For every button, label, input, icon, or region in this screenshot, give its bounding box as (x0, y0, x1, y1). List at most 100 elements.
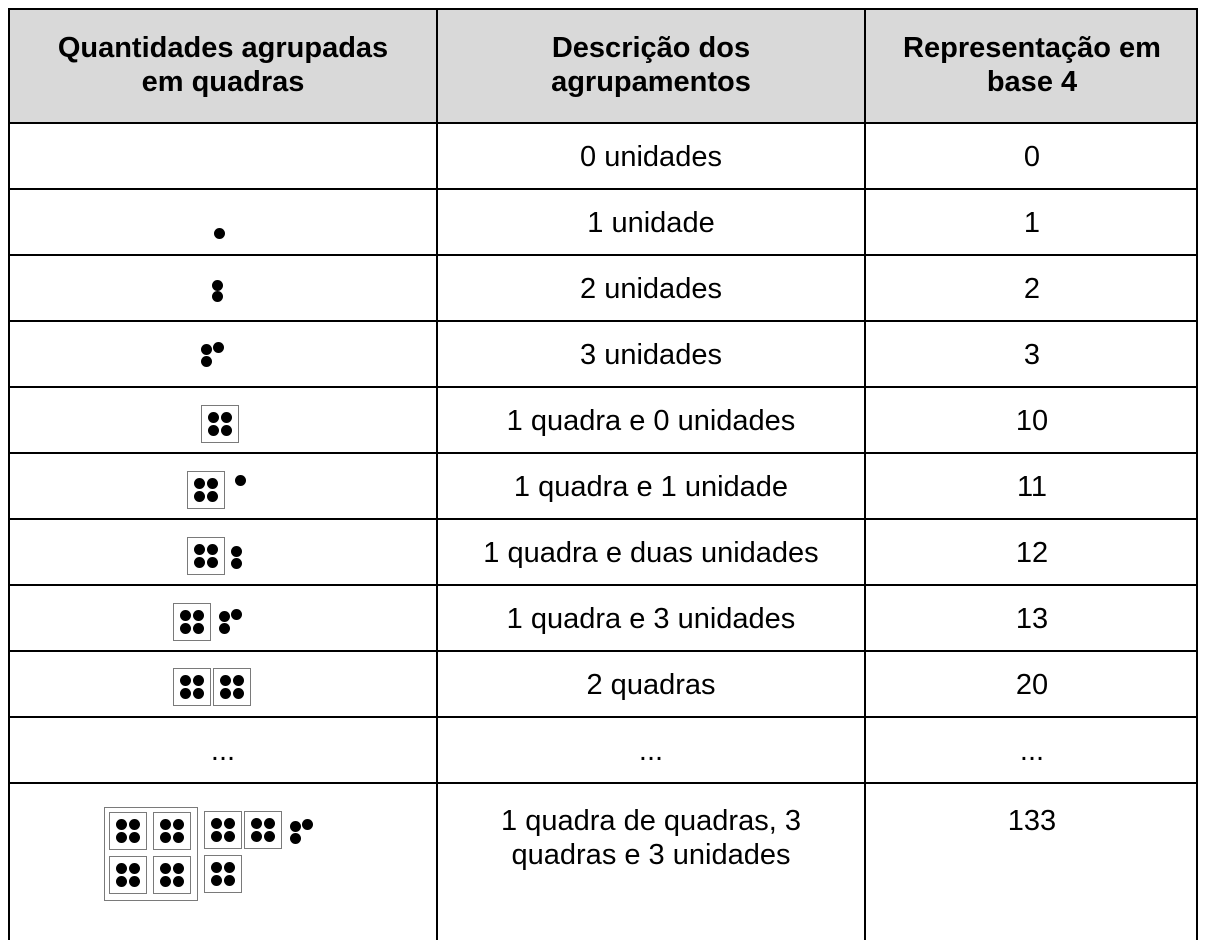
quadra-box (173, 668, 211, 706)
unit-dot (211, 862, 222, 873)
description-cell: 1 quadra e 0 unidades (506, 405, 796, 437)
unit-dot (194, 491, 205, 502)
unit-dot (207, 491, 218, 502)
unit-dot (233, 675, 244, 686)
row-divider (8, 386, 1198, 388)
base4-cell: 1 (1023, 207, 1041, 239)
description-cell: 0 unidades (580, 141, 722, 173)
quadra-box (204, 855, 242, 893)
unit-dot (201, 344, 212, 355)
table-border-top (8, 8, 1198, 10)
unit-dot (160, 832, 171, 843)
description-cell: 2 quadras (586, 669, 716, 701)
picture-cell-ellipsis: ... (210, 735, 236, 767)
unit-dot (212, 291, 223, 302)
unit-dot (211, 818, 222, 829)
unit-dot (180, 623, 191, 634)
unit-dot (208, 425, 219, 436)
unit-dot (214, 228, 225, 239)
row-divider (8, 716, 1198, 718)
description-cell: 3 unidades (580, 339, 722, 371)
dot-group-3 (201, 342, 235, 372)
unit-dot (129, 876, 140, 887)
unit-dot (129, 863, 140, 874)
row-divider (8, 188, 1198, 190)
quadra-group-2 (173, 668, 263, 708)
quadra-group-1-dot-1 (187, 471, 257, 511)
unit-dot (302, 819, 313, 830)
quadra-box (187, 537, 225, 575)
header-description: Descrição dos agrupamentos (438, 8, 864, 122)
unit-dot (180, 688, 191, 699)
unit-dot (194, 478, 205, 489)
unit-dot (251, 818, 262, 829)
quadra-box (153, 812, 191, 850)
table-border-left (8, 8, 10, 940)
unit-dot (173, 832, 184, 843)
quadra-box (109, 856, 147, 894)
quadra-box (187, 471, 225, 509)
row-divider (8, 320, 1198, 322)
unit-dot (194, 557, 205, 568)
unit-dot (208, 412, 219, 423)
unit-dot (221, 412, 232, 423)
unit-dot (290, 833, 301, 844)
unit-dot (180, 610, 191, 621)
unit-dot (116, 876, 127, 887)
row-divider (8, 782, 1198, 784)
unit-dot (193, 623, 204, 634)
description-cell: 1 quadra e duas unidades (483, 537, 819, 569)
description-cell: 1 unidade (587, 207, 715, 239)
unit-dot (173, 863, 184, 874)
unit-dot (231, 558, 242, 569)
quadra-group-1-dot-2 (187, 537, 257, 577)
unit-dot (219, 611, 230, 622)
quadra-box (201, 405, 239, 443)
description-cell: 1 quadra e 1 unidade (513, 471, 789, 503)
unit-dot (116, 863, 127, 874)
unit-dot (160, 876, 171, 887)
unit-dot (194, 544, 205, 555)
base4-cell: 2 (1023, 273, 1041, 305)
unit-dot (207, 478, 218, 489)
unit-dot (211, 875, 222, 886)
quadra-box (173, 603, 211, 641)
quadra-box (153, 856, 191, 894)
base4-cell: 20 (1015, 669, 1049, 701)
header-base4: Representação em base 4 (866, 8, 1198, 122)
unit-dot (211, 831, 222, 842)
unit-dot (220, 688, 231, 699)
description-cell: 1 quadra de quadras, 3 quadras e 3 unida… (501, 805, 801, 871)
table-border-right (1196, 8, 1198, 940)
row-divider (8, 254, 1198, 256)
quadra-de-quadras-group (104, 807, 344, 903)
description-cell: 1 quadra e 3 unidades (506, 603, 796, 635)
row-divider (8, 122, 1198, 124)
unit-dot (219, 623, 230, 634)
base4-cell: 133 (1007, 805, 1057, 837)
base4-cell: 10 (1015, 405, 1049, 437)
unit-dot (231, 546, 242, 557)
row-divider (8, 452, 1198, 454)
quadra-box (109, 812, 147, 850)
column-divider (436, 8, 438, 940)
base4-cell: 13 (1015, 603, 1049, 635)
column-divider (864, 8, 866, 940)
quadra-box (244, 811, 282, 849)
unit-dot (221, 425, 232, 436)
quadra-box (213, 668, 251, 706)
unit-dot (264, 831, 275, 842)
unit-dot (160, 863, 171, 874)
unit-dot (213, 342, 224, 353)
unit-dot (193, 688, 204, 699)
unit-dot (193, 675, 204, 686)
unit-dot (116, 832, 127, 843)
base4-cell: ... (1019, 735, 1045, 767)
unit-dot (224, 818, 235, 829)
row-divider (8, 584, 1198, 586)
unit-dot (264, 818, 275, 829)
dot-group-2 (210, 278, 230, 308)
unit-dot (173, 819, 184, 830)
quadra-group-1 (201, 405, 241, 445)
unit-dot (207, 557, 218, 568)
